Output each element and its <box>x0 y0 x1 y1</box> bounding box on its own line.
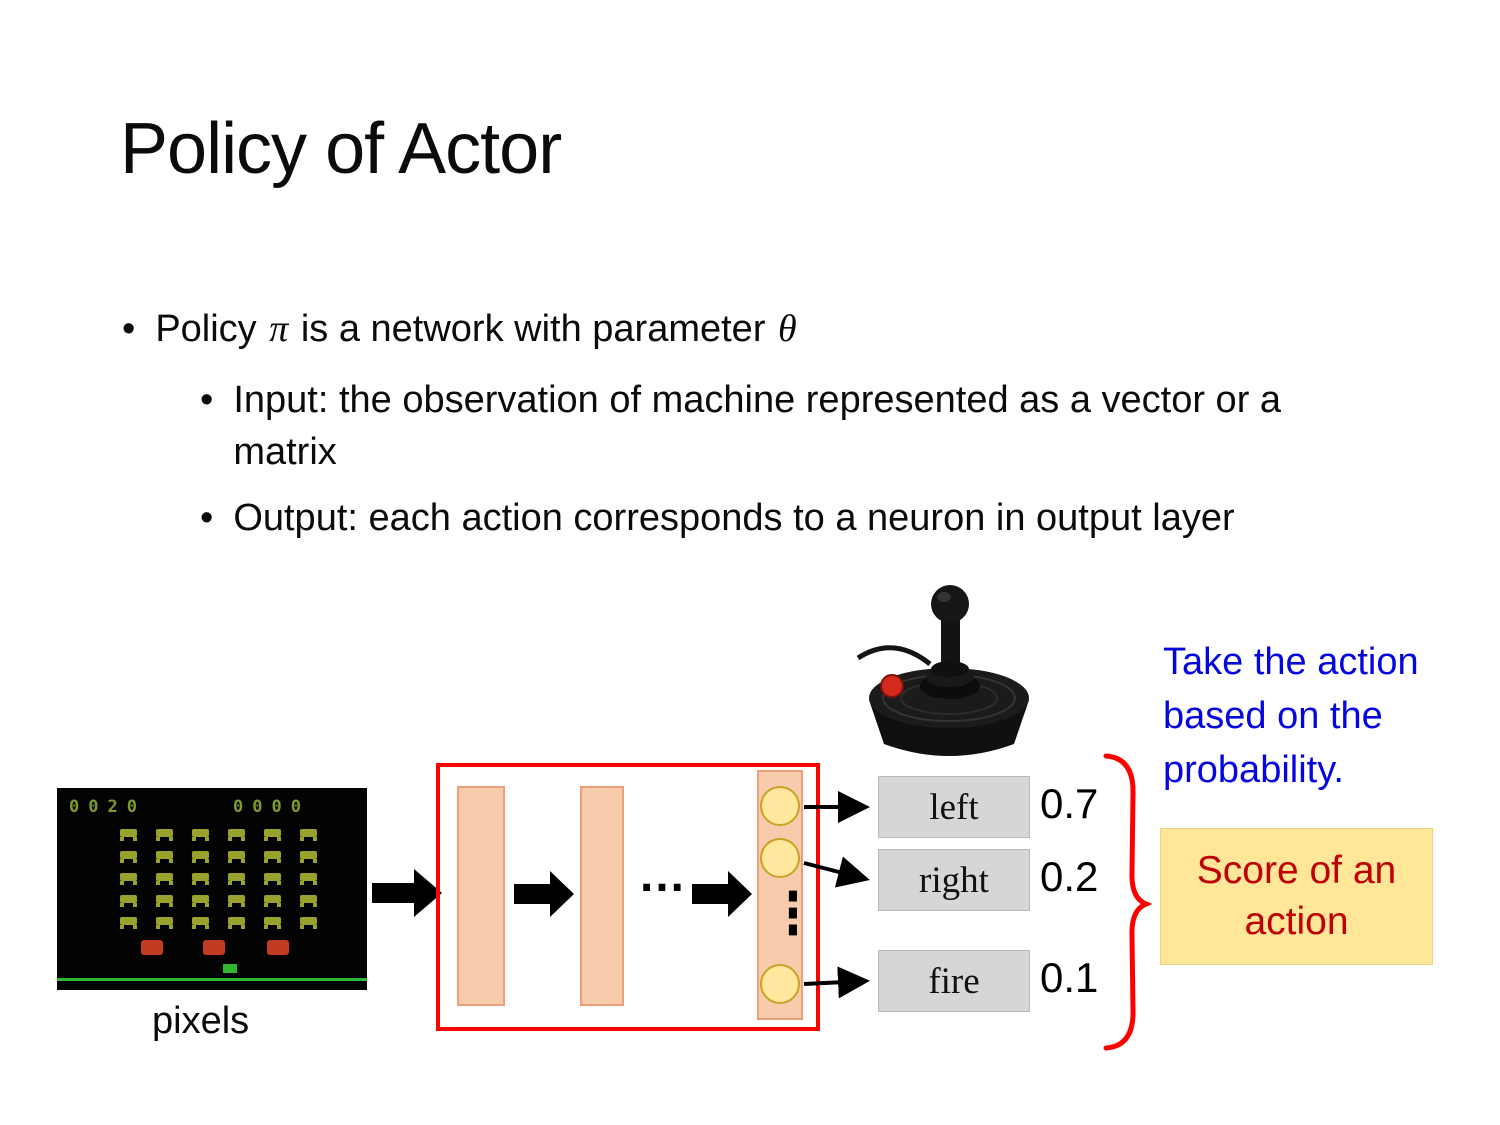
neuron-vertical-dots: ⋮ <box>770 879 816 947</box>
bullet-policy: • Policy π is a network with parameter θ <box>122 303 799 355</box>
bullet-marker: • <box>200 379 214 421</box>
bullet-marker: • <box>200 497 214 539</box>
score-of-action-label: Score of an action <box>1196 848 1397 943</box>
red-sprite <box>141 940 163 955</box>
bullet-marker: • <box>122 308 136 350</box>
probability-note: Take the action based on the probability… <box>1163 641 1419 791</box>
joystick-icon <box>856 585 1029 756</box>
page-title: Policy of Actor <box>120 109 562 189</box>
action-label: fire <box>928 960 980 1002</box>
player-ship <box>223 964 237 973</box>
bullet-policy-mid: is a network with parameter <box>290 308 777 350</box>
output-neuron <box>760 838 800 878</box>
action-prob-left: 0.7 <box>1040 780 1099 827</box>
input-arrow-icon <box>372 869 442 917</box>
joystick-cable <box>856 645 932 666</box>
output-neuron <box>760 964 800 1004</box>
bullet-policy-text: Policy π is a network with parameter θ <box>155 303 798 355</box>
network-box <box>436 763 820 1031</box>
pi-symbol: π <box>269 308 289 350</box>
red-sprite <box>267 940 289 955</box>
layer-arrow-icon <box>514 871 574 917</box>
neuron-to-action-arrows <box>803 791 870 999</box>
ground-line <box>57 978 367 981</box>
action-prob-fire: 0.1 <box>1040 954 1099 1001</box>
game-score-left: 0020 <box>69 797 146 817</box>
output-neuron <box>760 786 800 826</box>
bullet-policy-pre: Policy <box>155 308 268 350</box>
bullet-input: • Input: the observation of machine repr… <box>200 374 1340 479</box>
alien-grid <box>115 824 335 936</box>
bullet-input-text: Input: the observation of machine repres… <box>233 379 1282 474</box>
bullet-output: • Output: each action corresponds to a n… <box>200 492 1360 544</box>
game-score-right: 0000 <box>233 797 310 817</box>
game-screen: 0020 0000 <box>57 788 367 990</box>
score-of-action-box: Score of an action <box>1160 828 1433 965</box>
joystick-red-button <box>880 674 904 698</box>
hidden-layers-ellipsis: … <box>638 849 686 902</box>
action-prob-right: 0.2 <box>1040 853 1099 900</box>
theta-symbol: θ <box>778 308 797 350</box>
network-layer-2 <box>580 786 624 1006</box>
network-layer-1 <box>457 786 505 1006</box>
layer-arrow-icon <box>692 871 752 917</box>
action-box-fire: fire <box>878 950 1030 1012</box>
joystick-ball <box>931 585 969 623</box>
action-label: right <box>919 859 989 901</box>
pixels-label: pixels <box>152 1000 250 1042</box>
action-box-right: right <box>878 849 1030 911</box>
brace-icon <box>1103 753 1152 1051</box>
space-invaders-image: 0020 0000 <box>57 788 367 990</box>
red-sprite <box>203 940 225 955</box>
action-box-left: left <box>878 776 1030 838</box>
action-label: left <box>929 786 979 828</box>
bullet-output-text: Output: each action corresponds to a neu… <box>233 497 1235 539</box>
